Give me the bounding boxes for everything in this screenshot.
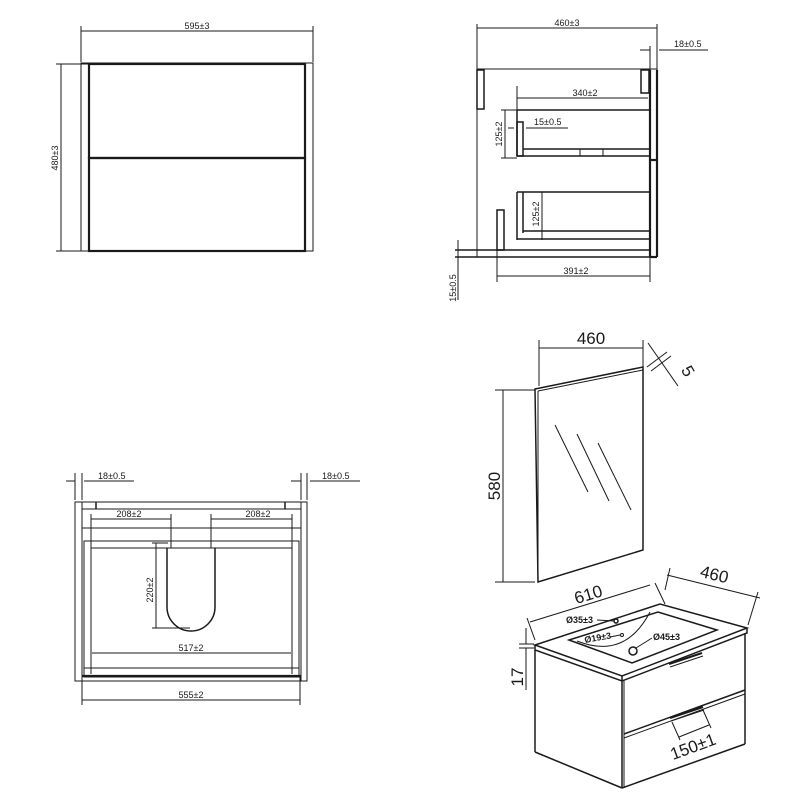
cutout-depth-label: 220±2 — [145, 578, 155, 603]
vanity-3d: 610 460 17 Ø35±3 Ø19±3 Ø45±3 — [508, 562, 761, 789]
upper-drawer-side-label: 15±0.5 — [534, 117, 561, 127]
mirror-height-label: 580 — [485, 472, 504, 500]
lower-drawer-height-label: 125±2 — [531, 202, 541, 227]
lower-drawer-depth-label: 391±2 — [564, 266, 589, 276]
left-cutout-label: 208±2 — [117, 509, 142, 519]
front-view: 595±3 480±3 — [50, 21, 314, 253]
mirror: 460 5 580 — [485, 329, 698, 584]
mirror-width-label: 460 — [577, 329, 605, 348]
right-cutout-label: 208±2 — [246, 509, 271, 519]
top-view: 18±0.5 18±0.5 208±2 208±2 — [66, 471, 360, 705]
inner-width-label: 517±2 — [179, 643, 204, 653]
drain-hole-label: Ø45±3 — [653, 632, 680, 642]
bottom-panel-label: 15±0.5 — [448, 274, 458, 301]
side-section-view: 460±3 18±0.5 340±2 125±2 — [448, 18, 708, 302]
side-panel-thickness-label: 18±0.5 — [674, 39, 701, 49]
front-width-label: 595±3 — [185, 21, 210, 31]
front-height-label: 480±3 — [50, 146, 60, 171]
mirror-thickness-label: 5 — [677, 362, 698, 380]
outer-width-label: 555±2 — [179, 690, 204, 700]
vanity-top-thickness-label: 17 — [508, 668, 527, 687]
right-panel-label: 18±0.5 — [322, 471, 349, 481]
tap-hole-label: Ø19±3 — [584, 630, 612, 645]
overflow-hole-label: Ø35±3 — [566, 615, 593, 625]
side-depth-label: 460±3 — [555, 18, 580, 28]
left-panel-label: 18±0.5 — [98, 471, 125, 481]
upper-drawer-depth-label: 340±2 — [573, 88, 598, 98]
handle-width-label: 150±1 — [668, 730, 719, 764]
vanity-width-label: 610 — [572, 582, 605, 608]
upper-drawer-height-label: 125±2 — [494, 122, 504, 147]
